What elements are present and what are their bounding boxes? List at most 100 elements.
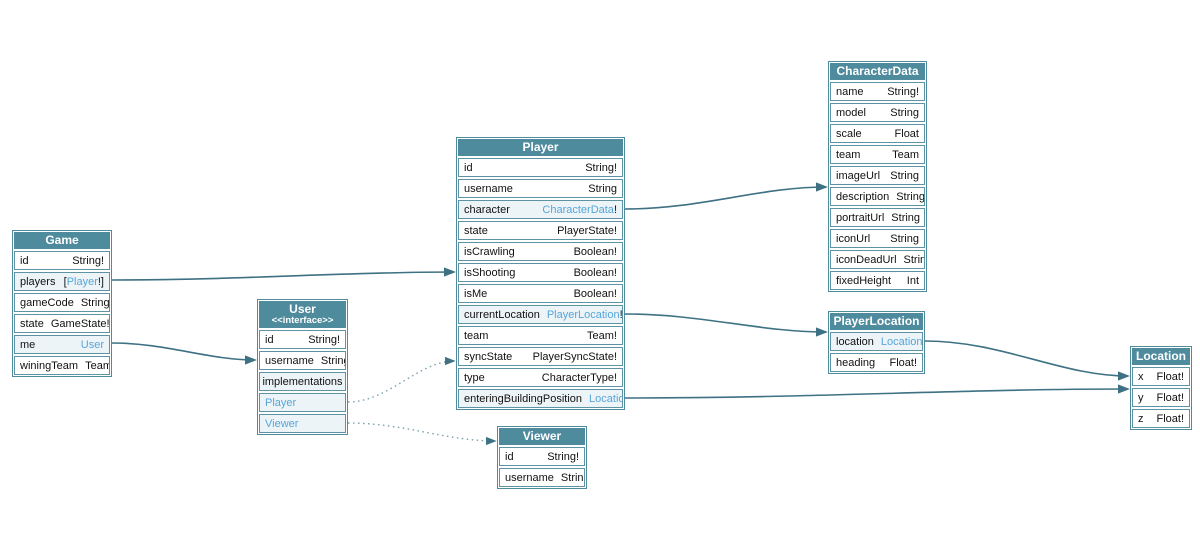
field-name: isShooting bbox=[464, 266, 516, 279]
field-type: Team bbox=[892, 149, 919, 161]
type-text: Float! bbox=[1156, 391, 1184, 404]
type-text: String bbox=[588, 182, 617, 195]
type-text: CharacterType! bbox=[541, 371, 617, 384]
type-text: String! bbox=[308, 333, 340, 346]
type-link[interactable]: Viewer bbox=[265, 417, 299, 430]
field-type: String! bbox=[81, 297, 109, 309]
node-header-game[interactable]: Game bbox=[14, 232, 110, 249]
field-name: players bbox=[20, 275, 56, 288]
field-name: state bbox=[20, 317, 44, 330]
field-row-icondeadurl[interactable]: iconDeadUrlString bbox=[830, 250, 925, 269]
field-type: Float! bbox=[1156, 392, 1184, 404]
type-link[interactable]: User bbox=[80, 338, 104, 351]
field-type: Team bbox=[85, 360, 109, 372]
node-header-playerlocation[interactable]: PlayerLocation bbox=[830, 313, 923, 330]
type-link[interactable]: PlayerLocation bbox=[546, 308, 620, 321]
field-name: username bbox=[505, 471, 554, 484]
type-link[interactable]: Location bbox=[880, 335, 923, 348]
type-text: String bbox=[890, 232, 919, 245]
field-type: Float! bbox=[1156, 371, 1184, 383]
field-type: User bbox=[81, 339, 104, 351]
type-text: String! bbox=[887, 85, 919, 98]
field-name: team bbox=[464, 329, 489, 342]
edge-user-viewer bbox=[347, 422, 497, 446]
type-link[interactable]: CharacterData bbox=[542, 203, 614, 216]
edge-game-players bbox=[111, 267, 456, 281]
node-header-location[interactable]: Location bbox=[1132, 348, 1190, 365]
node-header-player[interactable]: Player bbox=[458, 139, 623, 156]
type-text: String! bbox=[547, 450, 579, 463]
node-title: Location bbox=[1136, 349, 1186, 363]
node-title: Viewer bbox=[522, 429, 562, 443]
node-header-user[interactable]: User<<interface>> bbox=[259, 301, 346, 328]
field-type: CharacterData! bbox=[542, 204, 617, 216]
field-name: isMe bbox=[464, 287, 488, 300]
type-text: ! bbox=[613, 203, 617, 216]
type-link[interactable]: Player bbox=[265, 396, 297, 409]
edge-playerlocation-location bbox=[924, 340, 1130, 381]
node-header-characterdata[interactable]: CharacterData bbox=[830, 63, 925, 80]
field-row-enteringbuildingposition[interactable]: enteringBuildingPosition Location bbox=[458, 389, 623, 408]
node-header-viewer[interactable]: Viewer bbox=[499, 428, 585, 445]
field-type: String bbox=[588, 183, 617, 195]
field-type: [Player!] bbox=[64, 276, 104, 288]
implementation-link-viewer[interactable]: Viewer bbox=[259, 414, 346, 433]
field-type: String! bbox=[308, 334, 340, 346]
field-name: iconDeadUrl bbox=[836, 253, 897, 266]
field-type: Int bbox=[907, 275, 919, 287]
field-name: state bbox=[464, 224, 488, 237]
implementation-link-player[interactable]: Player bbox=[259, 393, 346, 412]
type-link[interactable]: Location bbox=[589, 392, 622, 405]
field-type: String! bbox=[72, 255, 104, 267]
field-row-players[interactable]: players [Player!] bbox=[14, 272, 110, 291]
field-name: currentLocation bbox=[464, 308, 540, 321]
type-text: [ bbox=[63, 275, 67, 288]
field-type: Location! bbox=[880, 335, 923, 348]
type-link[interactable]: Player bbox=[66, 275, 98, 288]
section-row-implementations[interactable]: implementations bbox=[259, 372, 346, 391]
field-name: enteringBuildingPosition bbox=[464, 392, 583, 405]
